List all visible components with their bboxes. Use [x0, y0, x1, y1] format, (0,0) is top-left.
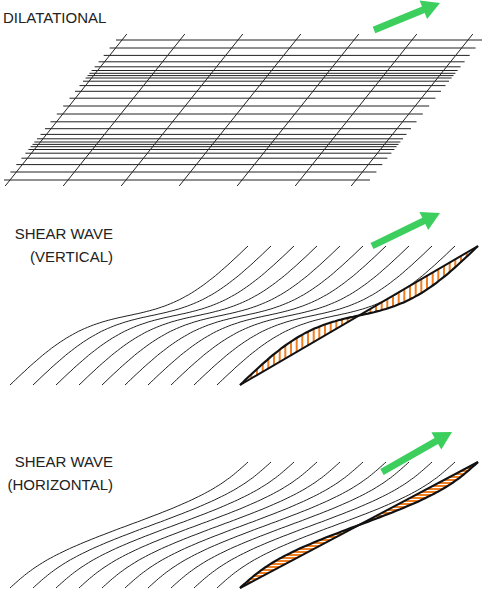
dilatational-grid	[4, 34, 482, 186]
direction-arrow	[373, 1, 440, 34]
panel-title: SHEAR WAVE (HORIZONTAL)	[3, 450, 113, 496]
vertical-shear-wave	[10, 246, 478, 385]
direction-arrow	[380, 432, 452, 475]
direction-arrow	[371, 212, 441, 249]
panel-title: DILATATIONAL	[3, 6, 106, 29]
panel-title: SHEAR WAVE (VERTICAL)	[3, 222, 113, 268]
